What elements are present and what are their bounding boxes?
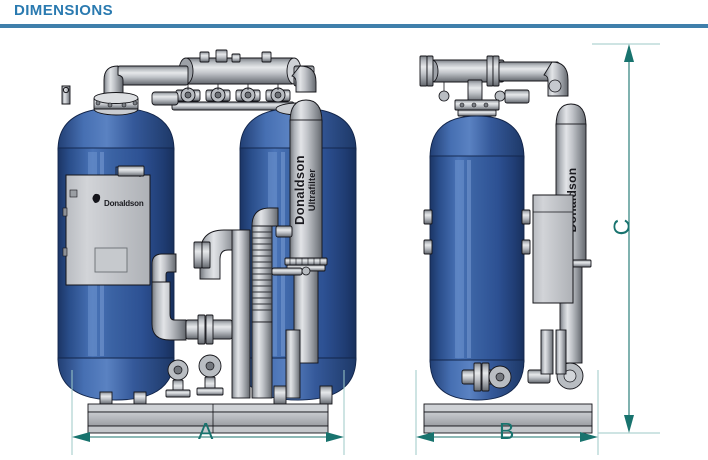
side-control-panel xyxy=(532,194,574,304)
side-elevation-view: Donaldson xyxy=(419,55,593,434)
side-bottom-piping xyxy=(461,329,584,392)
lower-interconnect-piping xyxy=(151,207,311,399)
drain-valve xyxy=(165,359,191,398)
page-title: DIMENSIONS xyxy=(14,2,114,19)
dimension-B xyxy=(416,432,598,442)
dimension-label-a: A xyxy=(198,418,215,444)
dimension-A xyxy=(72,432,344,442)
ultrafilter-vessel: Donaldson Ultrafilter xyxy=(275,99,328,364)
dimension-label-c: C xyxy=(608,217,635,236)
butterfly-valve xyxy=(235,87,261,103)
junction-box xyxy=(69,189,78,198)
equipment-drawing: .o { stroke:#15151a; stroke-width:1; } .… xyxy=(0,30,708,460)
butterfly-valve xyxy=(175,87,201,103)
bellows-section xyxy=(251,225,273,399)
drain-valve xyxy=(196,354,224,396)
base-skid xyxy=(87,403,329,434)
top-manifold-piping xyxy=(103,49,317,95)
brand-text: Donaldson xyxy=(292,155,307,225)
product-text: Ultrafilter xyxy=(307,169,317,212)
butterfly-valve xyxy=(205,87,231,103)
svg-text:Donaldson: Donaldson xyxy=(104,199,144,208)
dimension-C xyxy=(624,44,634,433)
side-base-skid xyxy=(423,403,593,434)
valve-station-group xyxy=(151,84,295,111)
donaldson-logo: Donaldson xyxy=(92,193,144,208)
butterfly-valve xyxy=(265,87,291,103)
side-pressure-vessel xyxy=(423,115,531,401)
control-panel: Donaldson xyxy=(62,165,151,286)
side-manway-flange xyxy=(454,99,500,117)
side-top-piping xyxy=(419,55,569,104)
front-elevation-view: Donaldson xyxy=(57,49,357,434)
bottom-valve-group xyxy=(99,354,333,405)
dimension-label-b: B xyxy=(499,418,516,444)
header-divider xyxy=(0,24,708,28)
